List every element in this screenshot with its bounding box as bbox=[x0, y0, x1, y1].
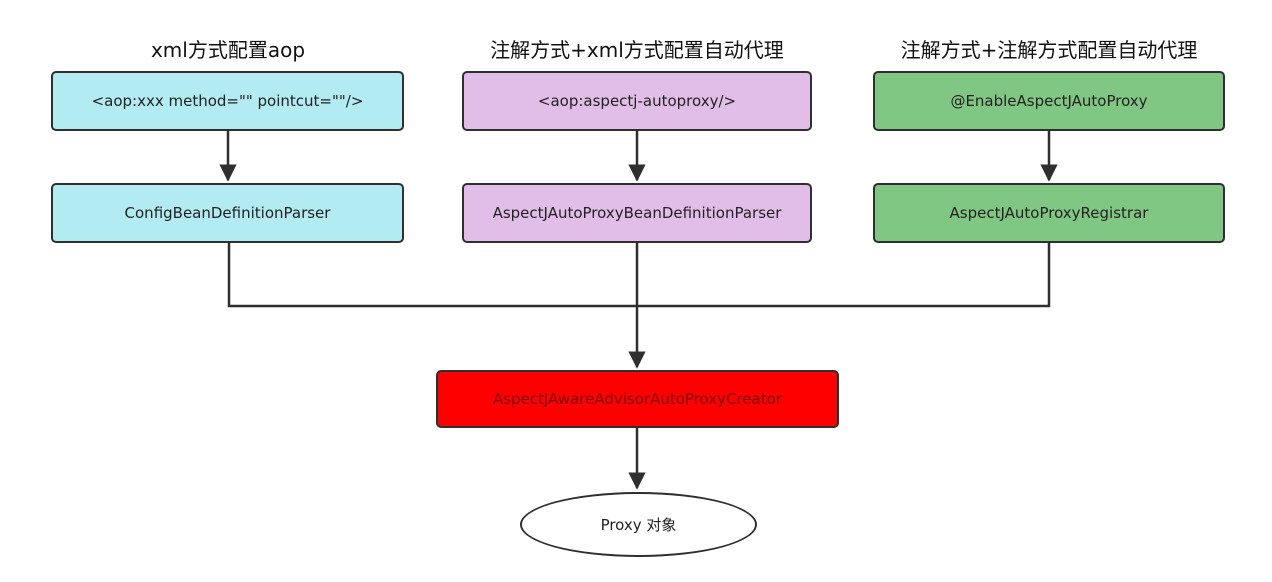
node-label: AspectJAutoProxyRegistrar bbox=[949, 204, 1149, 222]
node-label: <aop:aspectj-autoproxy/> bbox=[537, 92, 737, 110]
connector-col3-merge bbox=[637, 242, 1051, 308]
node-label: <aop:xxx method="" pointcut=""/> bbox=[91, 92, 364, 110]
node-aspectj-autoproxy-tag: <aop:aspectj-autoproxy/> bbox=[462, 71, 812, 131]
node-label: AspectJAutoProxyBeanDefinitionParser bbox=[492, 204, 782, 222]
node-auto-proxy-creator: AspectJAwareAdvisorAutoProxyCreator bbox=[436, 370, 839, 428]
column-title-annotation-xml: 注解方式+xml方式配置自动代理 bbox=[490, 38, 784, 62]
node-label: @EnableAspectJAutoProxy bbox=[950, 92, 1148, 110]
node-proxy-object: Proxy 对象 bbox=[520, 492, 757, 557]
node-aspectj-autoproxy-registrar: AspectJAutoProxyRegistrar bbox=[873, 183, 1225, 243]
node-label: Proxy 对象 bbox=[600, 516, 677, 534]
node-enable-aspectj-autoproxy: @EnableAspectJAutoProxy bbox=[873, 71, 1225, 131]
node-label: AspectJAwareAdvisorAutoProxyCreator bbox=[493, 390, 782, 408]
connector-col1-merge bbox=[227, 242, 637, 308]
node-aop-xxx-config: <aop:xxx method="" pointcut=""/> bbox=[51, 71, 404, 131]
column-title-xml-aop: xml方式配置aop bbox=[150, 38, 306, 62]
node-aspectj-autoproxy-parser: AspectJAutoProxyBeanDefinitionParser bbox=[462, 183, 812, 243]
node-label: ConfigBeanDefinitionParser bbox=[124, 204, 331, 222]
column-title-annotation-annotation: 注解方式+注解方式配置自动代理 bbox=[900, 38, 1198, 62]
node-config-bean-definition-parser: ConfigBeanDefinitionParser bbox=[51, 183, 404, 243]
